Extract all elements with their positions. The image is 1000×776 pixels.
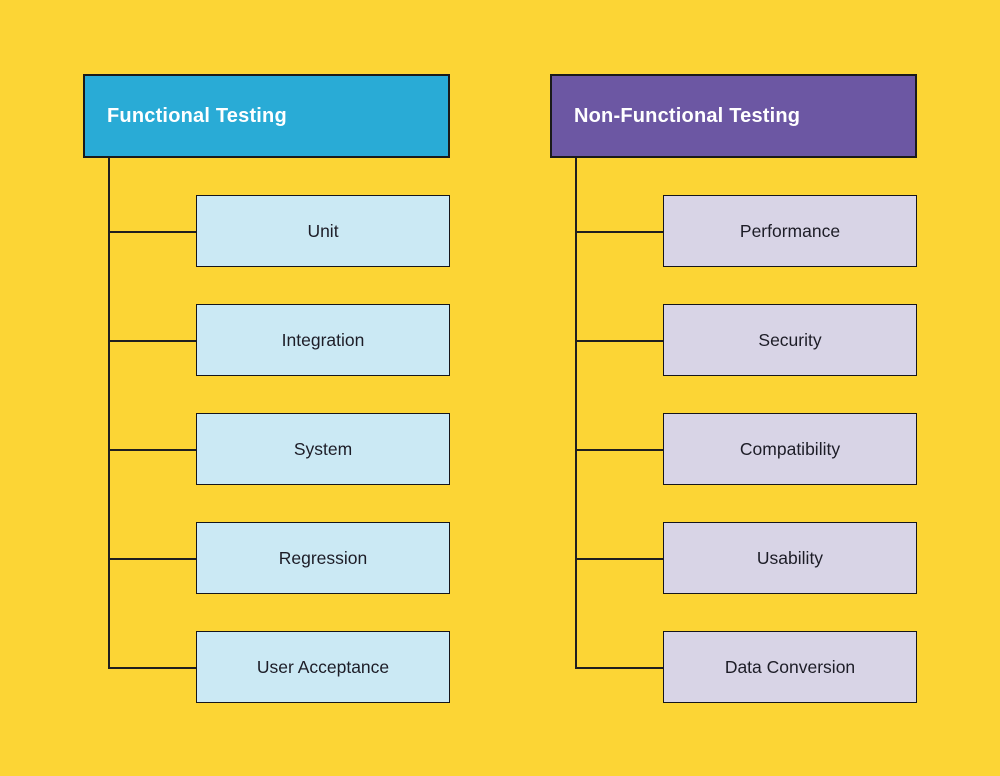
node-label: Integration [281, 329, 365, 350]
connector-branch-line [108, 231, 196, 233]
functional-testing-group: Functional Testing Unit Integration Syst… [83, 74, 450, 714]
connector-branch-line [108, 558, 196, 560]
node-system: System [196, 413, 450, 485]
node-label: User Acceptance [256, 656, 390, 677]
node-unit: Unit [196, 195, 450, 267]
node-label: System [293, 438, 353, 459]
node-data-conversion: Data Conversion [663, 631, 917, 703]
node-label: Compatibility [739, 438, 841, 459]
connector-branch-line [108, 340, 196, 342]
non-functional-testing-header: Non-Functional Testing [550, 74, 917, 158]
connector-vertical-line [575, 158, 577, 667]
connector-branch-line [575, 340, 663, 342]
functional-testing-header: Functional Testing [83, 74, 450, 158]
node-regression: Regression [196, 522, 450, 594]
connector-vertical-line [108, 158, 110, 667]
connector-branch-line [575, 231, 663, 233]
node-label: Usability [756, 547, 824, 568]
node-usability: Usability [663, 522, 917, 594]
node-label: Security [758, 329, 822, 350]
connector-branch-line [575, 667, 663, 669]
connector-branch-line [108, 667, 196, 669]
functional-testing-header-label: Functional Testing [107, 104, 287, 127]
non-functional-testing-header-label: Non-Functional Testing [574, 104, 801, 127]
node-integration: Integration [196, 304, 450, 376]
node-label: Performance [739, 220, 841, 241]
node-label: Regression [278, 547, 368, 568]
node-compatibility: Compatibility [663, 413, 917, 485]
connector-branch-line [575, 558, 663, 560]
node-label: Unit [307, 220, 339, 241]
node-label: Data Conversion [724, 656, 856, 677]
connector-branch-line [108, 449, 196, 451]
non-functional-testing-group: Non-Functional Testing Performance Secur… [550, 74, 917, 714]
node-security: Security [663, 304, 917, 376]
node-user-acceptance: User Acceptance [196, 631, 450, 703]
node-performance: Performance [663, 195, 917, 267]
connector-branch-line [575, 449, 663, 451]
